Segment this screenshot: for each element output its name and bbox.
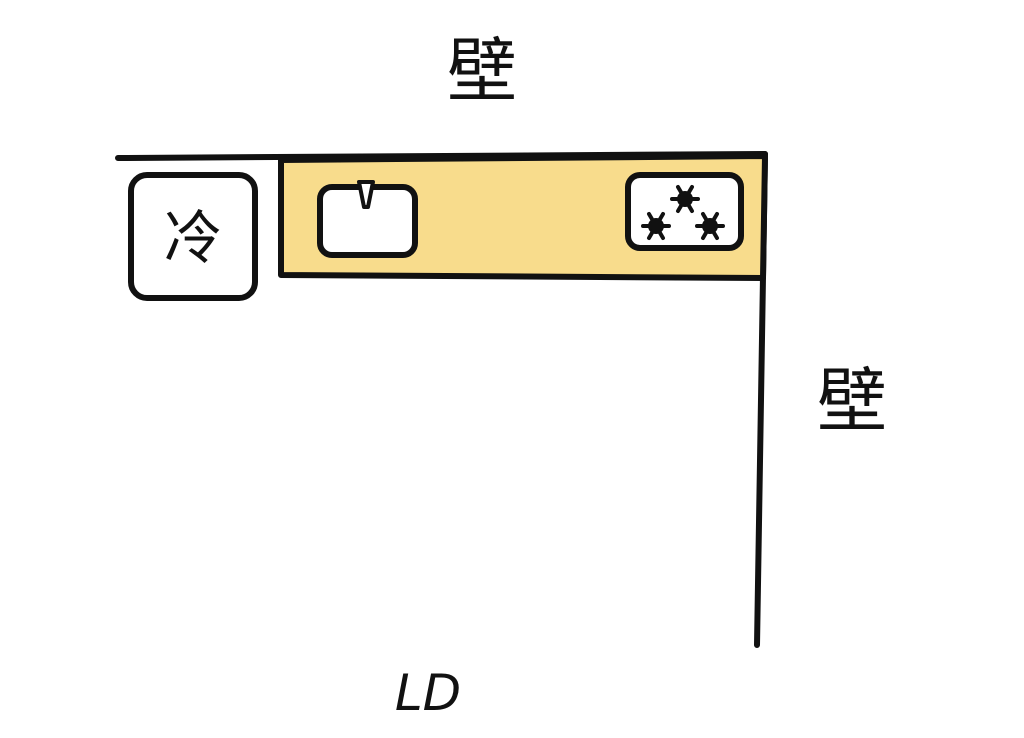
- right-wall-label: 壁: [817, 360, 887, 442]
- top-wall-label: 壁: [447, 30, 517, 112]
- stove: [625, 172, 744, 251]
- burner-icon: [641, 212, 671, 240]
- burner-icon: [695, 212, 725, 240]
- living-dining-label: LD: [395, 664, 461, 722]
- fridge-label: 冷: [164, 204, 222, 272]
- faucet-icon: [357, 180, 375, 209]
- burner-icons: [641, 185, 725, 240]
- burner-icon: [670, 185, 700, 213]
- refrigerator: [128, 172, 258, 301]
